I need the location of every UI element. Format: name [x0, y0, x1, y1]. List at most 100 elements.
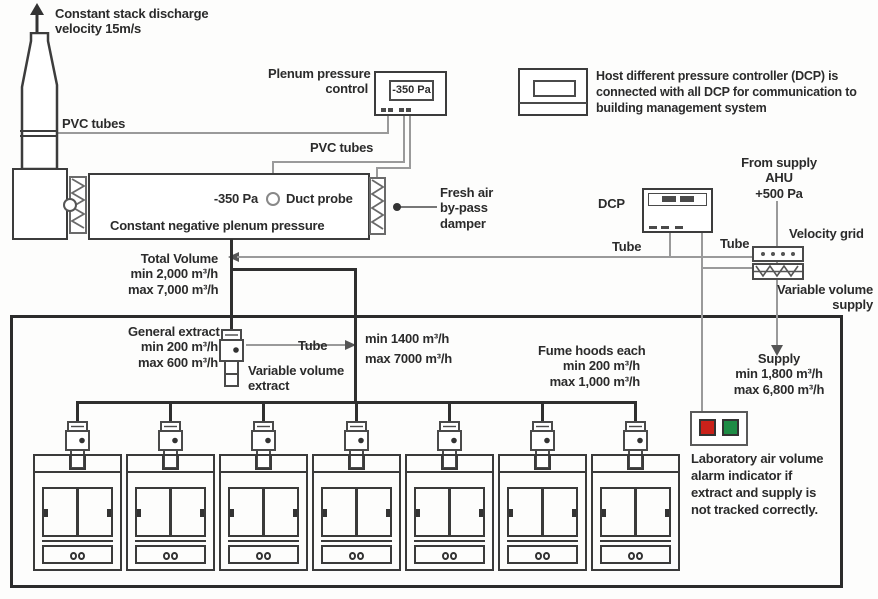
hood-lintel-line: [500, 471, 585, 473]
cupboard-knob-icon: [535, 552, 542, 560]
discharge-arrow-up-icon: [30, 3, 44, 33]
pvc-tube-line: [56, 132, 389, 134]
text-line: +500 Pa: [755, 185, 803, 201]
cupboard-knob-icon: [256, 552, 263, 560]
damper-actuator-icon: [63, 198, 77, 212]
cupboard-knob-icon: [628, 552, 635, 560]
exhaust-stack: [20, 32, 59, 170]
hood-sash-divider: [76, 489, 79, 535]
damper-icon: [69, 176, 87, 234]
cupboard-knob-icon: [543, 552, 550, 560]
damper-tube-line: [376, 167, 411, 169]
hood-duct-riser: [262, 403, 265, 422]
arrow-right-icon: [345, 340, 356, 350]
text-line: max 7,000 m³/h: [128, 281, 219, 297]
text-line: Total Volume: [140, 251, 218, 266]
alarm-green-light-icon: [722, 419, 739, 436]
probe-tube-line: [272, 161, 405, 163]
hood-cupboard: [507, 545, 578, 564]
extract-duct-minmax-label: min 1400 m³/h max 7000 m³/h: [365, 329, 452, 368]
fresh-air-pointer-line: [399, 206, 437, 208]
fume-hood-header-duct: [76, 401, 637, 404]
velocity-grid-icon: [752, 246, 804, 262]
hood-sash-handle: [137, 509, 141, 517]
pvc-tubes-label-plenum: PVC tubes: [310, 140, 374, 155]
text-line: Supply: [757, 351, 801, 366]
general-extract-tube-line: [246, 344, 346, 346]
hood-duct-collar: [627, 454, 644, 470]
cupboard-knob-icon: [78, 552, 85, 560]
laboratory-boundary: [10, 315, 843, 588]
cupboard-knob-icon: [450, 552, 457, 560]
pvc-tube-line: [387, 114, 389, 134]
hood-duct-riser: [169, 403, 172, 422]
hood-lintel-line: [593, 471, 678, 473]
plenum-name-label: Constant negative plenum pressure: [110, 218, 325, 233]
text-line: by-pass: [440, 200, 488, 216]
text-line: Laboratory air volume: [691, 451, 824, 466]
general-extract-valve-icon: [219, 329, 244, 387]
text-line: AHU: [765, 170, 793, 186]
hood-cupboard: [321, 545, 392, 564]
hood-sash-divider: [541, 489, 544, 535]
hood-sash-window: [228, 487, 299, 537]
hood-sill-line: [600, 540, 671, 542]
hood-sash-handle: [323, 509, 327, 517]
hood-duct-collar: [441, 454, 458, 470]
hood-lintel-line: [407, 471, 492, 473]
damper-tube-line: [376, 167, 378, 179]
hood-sash-divider: [169, 489, 172, 535]
dcp-damper-tube-line: [701, 267, 754, 269]
text-line: velocity 15m/s: [55, 21, 142, 37]
host-dcp-display: [533, 80, 576, 97]
hood-sash-window: [414, 487, 485, 537]
hood-sill-line: [321, 540, 392, 542]
hood-duct-riser: [355, 403, 358, 422]
fume-hood: [33, 403, 122, 571]
cupboard-knob-icon: [357, 552, 364, 560]
hood-cupboard: [600, 545, 671, 564]
supply-damper-icon: [752, 263, 804, 280]
variable-volume-supply-label: Variable volume supply: [775, 282, 873, 313]
extract-duct: [354, 268, 357, 404]
text-line: General extract: [128, 324, 220, 339]
hood-lintel-line: [314, 471, 399, 473]
arrow-down-icon: [771, 345, 783, 356]
hood-duct-riser: [634, 403, 637, 422]
general-extract-label: General extract min 200 m³/h max 600 m³/…: [128, 324, 220, 370]
hood-sash-handle: [509, 509, 513, 517]
text-line: Fresh air: [440, 185, 494, 200]
hood-sash-handle: [230, 509, 234, 517]
tube-label-general-extract: Tube: [298, 338, 328, 353]
damper-tube-line: [409, 114, 411, 169]
hood-sash-handle: [479, 509, 483, 517]
text-line: alarm indicator if: [691, 467, 793, 483]
dcp-display: [648, 193, 707, 206]
hood-sill-line: [228, 540, 299, 542]
hood-sash-window: [600, 487, 671, 537]
fresh-air-label: Fresh air by-pass damper: [440, 185, 493, 231]
text-line: min 1400 m³/h: [365, 331, 450, 346]
total-volume-label: Total Volume min 2,000 m³/h max 7,000 m³…: [128, 251, 219, 297]
extract-duct: [230, 268, 357, 271]
text-line: min 200 m³/h: [562, 358, 640, 374]
hood-duct-riser: [448, 403, 451, 422]
variable-volume-extract-label: Variable volume extract: [248, 363, 344, 394]
pointer-dot-icon: [393, 203, 401, 211]
tube-label-left: Tube: [612, 239, 642, 254]
text-line: Constant stack discharge: [55, 6, 209, 21]
hood-sash-divider: [262, 489, 265, 535]
fume-hood: [591, 403, 680, 571]
text-line: Variable volume: [777, 282, 873, 297]
supply-ahu-label: From supply AHU +500 Pa: [734, 155, 824, 201]
extract-valve-icon: [530, 421, 555, 469]
velocity-grid-label: Velocity grid: [789, 226, 864, 241]
hood-sash-divider: [355, 489, 358, 535]
hood-sash-divider: [448, 489, 451, 535]
pvc-tubes-label-stack: PVC tubes: [62, 116, 126, 131]
text-line: Fume hoods each: [538, 343, 646, 358]
host-dcp-divider: [519, 102, 587, 104]
text-line: Host different pressure controller (DCP)…: [596, 69, 839, 83]
plenum-control-label: Plenum pressure control: [268, 66, 371, 97]
